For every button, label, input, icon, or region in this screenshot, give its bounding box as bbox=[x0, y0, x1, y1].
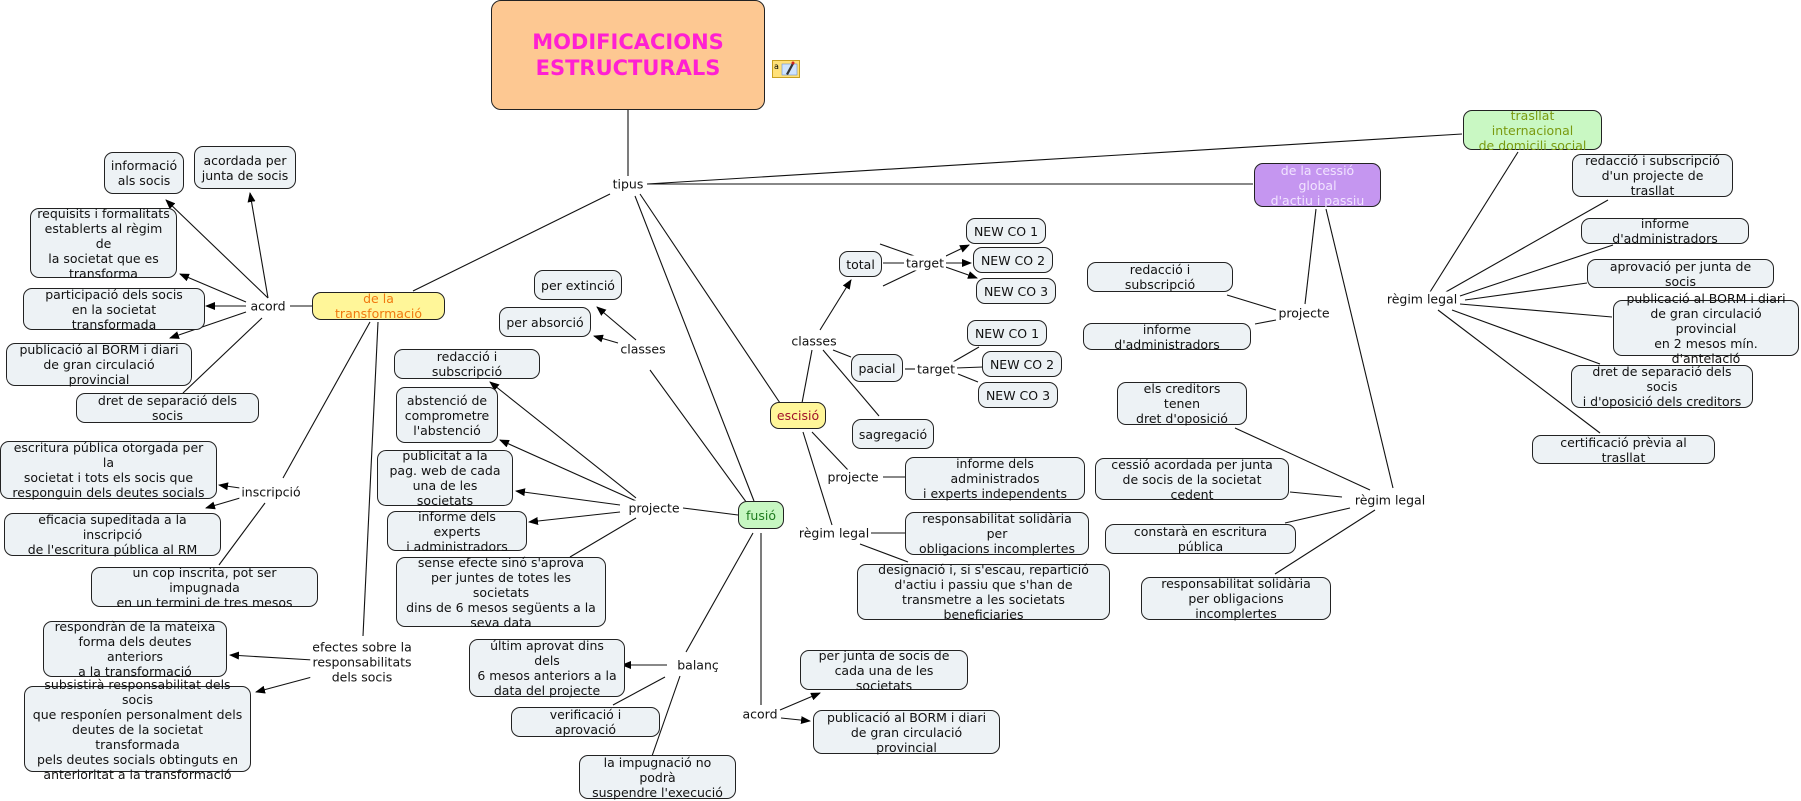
link-projecte-cessio: projecte bbox=[1276, 305, 1332, 321]
escisio-regim-item[interactable]: designació i, si s'escau, repartició d'a… bbox=[857, 562, 1110, 622]
concept-cessio[interactable]: de la cessió global d'actiu i passiu bbox=[1254, 163, 1381, 208]
cessio-regim-item[interactable]: els creditors tenen dret d'oposició bbox=[1117, 381, 1247, 426]
transformacio-acord-item[interactable]: dret de separació dels socis bbox=[76, 393, 259, 423]
trasllat-regim-item[interactable]: dret de separació dels socis i d'oposici… bbox=[1571, 364, 1753, 409]
escisio-pacial-target[interactable]: NEW CO 1 bbox=[967, 320, 1047, 346]
fusio-projecte-item[interactable]: informe dels experts i administradors bbox=[387, 509, 527, 554]
link-classes-escisio: classes bbox=[789, 333, 839, 349]
escisio-classe-sagregacio[interactable]: sagregació bbox=[852, 419, 934, 449]
svg-text:a: a bbox=[774, 62, 779, 71]
link-target-total: target bbox=[903, 255, 947, 271]
trasllat-regim-item[interactable]: redacció i subscripció d'un projecte de … bbox=[1572, 153, 1733, 198]
link-balanc: balanç bbox=[675, 657, 721, 673]
link-acord-fusio: acord bbox=[740, 706, 780, 722]
trasllat-regim-item[interactable]: certificació prèvia al trasllat bbox=[1532, 435, 1715, 465]
transformacio-inscripcio-item[interactable]: escritura pública otorgada per la societ… bbox=[0, 440, 217, 500]
fusio-balanc-item[interactable]: la impugnació no podrà suspendre l'execu… bbox=[579, 755, 736, 800]
transformacio-acord-item[interactable]: participació dels socis en la societat t… bbox=[23, 287, 205, 332]
concept-trasllat[interactable]: trasllat internacional de domicili socia… bbox=[1463, 108, 1602, 153]
trasllat-regim-item[interactable]: aprovació per junta de socis bbox=[1587, 259, 1774, 289]
link-regim-trasllat: règim legal bbox=[1384, 291, 1460, 307]
escisio-pacial-target[interactable]: NEW CO 2 bbox=[982, 351, 1062, 377]
escisio-pacial-target[interactable]: NEW CO 3 bbox=[978, 382, 1058, 408]
link-target-pacial: target bbox=[914, 361, 958, 377]
fusio-balanc-item[interactable]: verificació i aprovació bbox=[511, 707, 660, 737]
link-regim-cessio: règim legal bbox=[1352, 492, 1428, 508]
escisio-total-target[interactable]: NEW CO 3 bbox=[976, 278, 1056, 304]
link-regim-escisio: règim legal bbox=[796, 525, 872, 541]
escisio-classe-total[interactable]: total bbox=[839, 251, 882, 277]
link-classes-fusio: classes bbox=[618, 341, 668, 357]
fusio-balanc-item[interactable]: últim aprovat dins dels 6 mesos anterior… bbox=[469, 638, 625, 698]
transformacio-acord-item[interactable]: acordada per junta de socis bbox=[194, 146, 296, 189]
link-projecte-escisio: projecte bbox=[825, 469, 881, 485]
fusio-classes-item[interactable]: per absorció bbox=[499, 307, 591, 337]
trasllat-regim-item[interactable]: informe d'administradors bbox=[1581, 216, 1749, 246]
root-concept-title[interactable]: MODIFICACIONS ESTRUCTURALS bbox=[491, 0, 765, 110]
fusio-classes-item[interactable]: per extinció bbox=[534, 270, 622, 300]
trasllat-regim-item[interactable]: publicació al BORM i diari de gran circu… bbox=[1613, 291, 1799, 366]
transformacio-inscripcio-item[interactable]: eficacia supeditada a la inscripció de l… bbox=[4, 512, 221, 557]
escisio-total-target[interactable]: NEW CO 1 bbox=[966, 218, 1046, 244]
cessio-projecte-item[interactable]: redacció i subscripció bbox=[1087, 262, 1233, 292]
fusio-projecte-item[interactable]: abstenció de comprometre l'abstenció bbox=[396, 387, 498, 443]
fusio-projecte-item[interactable]: redacció i subscripció bbox=[394, 349, 540, 379]
cessio-regim-item[interactable]: constarà en escritura pública bbox=[1105, 524, 1296, 554]
transformacio-efectes-item[interactable]: respondràn de la mateixa forma dels deut… bbox=[43, 619, 227, 679]
cessio-regim-item[interactable]: cessió acordada per junta de socis de la… bbox=[1095, 457, 1289, 502]
transformacio-efectes-item[interactable]: subsistirà responsabilitat dels socis qu… bbox=[24, 677, 251, 782]
escisio-regim-item[interactable]: responsabilitat solidària per obligacion… bbox=[905, 511, 1089, 556]
fusio-acord-item[interactable]: per junta de socis de cada una de les so… bbox=[800, 648, 968, 693]
escisio-classe-pacial[interactable]: pacial bbox=[851, 354, 903, 382]
concept-transformacio[interactable]: de la transformació bbox=[312, 291, 445, 321]
concept-escisio[interactable]: escisió bbox=[770, 402, 826, 429]
link-efectes: efectes sobre la responsabilitats dels s… bbox=[310, 639, 414, 685]
fusio-projecte-item[interactable]: publicitat a la pag. web de cada una de … bbox=[377, 448, 513, 508]
escisio-projecte-item[interactable]: informe dels administrados i experts ind… bbox=[905, 456, 1085, 501]
link-acord-transformacio: acord bbox=[248, 298, 288, 314]
link-projecte-fusio: projecte bbox=[626, 500, 682, 516]
fusio-projecte-item[interactable]: sense efecte sinó s'aprova per juntes de… bbox=[396, 555, 606, 630]
cessio-projecte-item[interactable]: informe d'administradors bbox=[1083, 322, 1251, 352]
transformacio-acord-item[interactable]: informació als socis bbox=[104, 152, 184, 194]
escisio-total-target[interactable]: NEW CO 2 bbox=[973, 247, 1053, 273]
transformacio-acord-item[interactable]: requisits i formalitats establerts al rè… bbox=[30, 206, 177, 281]
link-tipus: tipus bbox=[610, 176, 646, 192]
link-inscripcio: inscripció bbox=[239, 484, 303, 500]
fusio-acord-item[interactable]: publicació al BORM i diari de gran circu… bbox=[813, 710, 1000, 755]
annotation-note-icon[interactable]: a bbox=[772, 60, 800, 80]
cessio-regim-item[interactable]: responsabilitat solidària per obligacion… bbox=[1141, 576, 1331, 621]
transformacio-inscripcio-item[interactable]: un cop inscrita, pot ser impugnada en un… bbox=[91, 565, 318, 610]
transformacio-acord-item[interactable]: publicació al BORM i diari de gran circu… bbox=[6, 342, 192, 387]
concept-fusio[interactable]: fusió bbox=[738, 501, 784, 529]
